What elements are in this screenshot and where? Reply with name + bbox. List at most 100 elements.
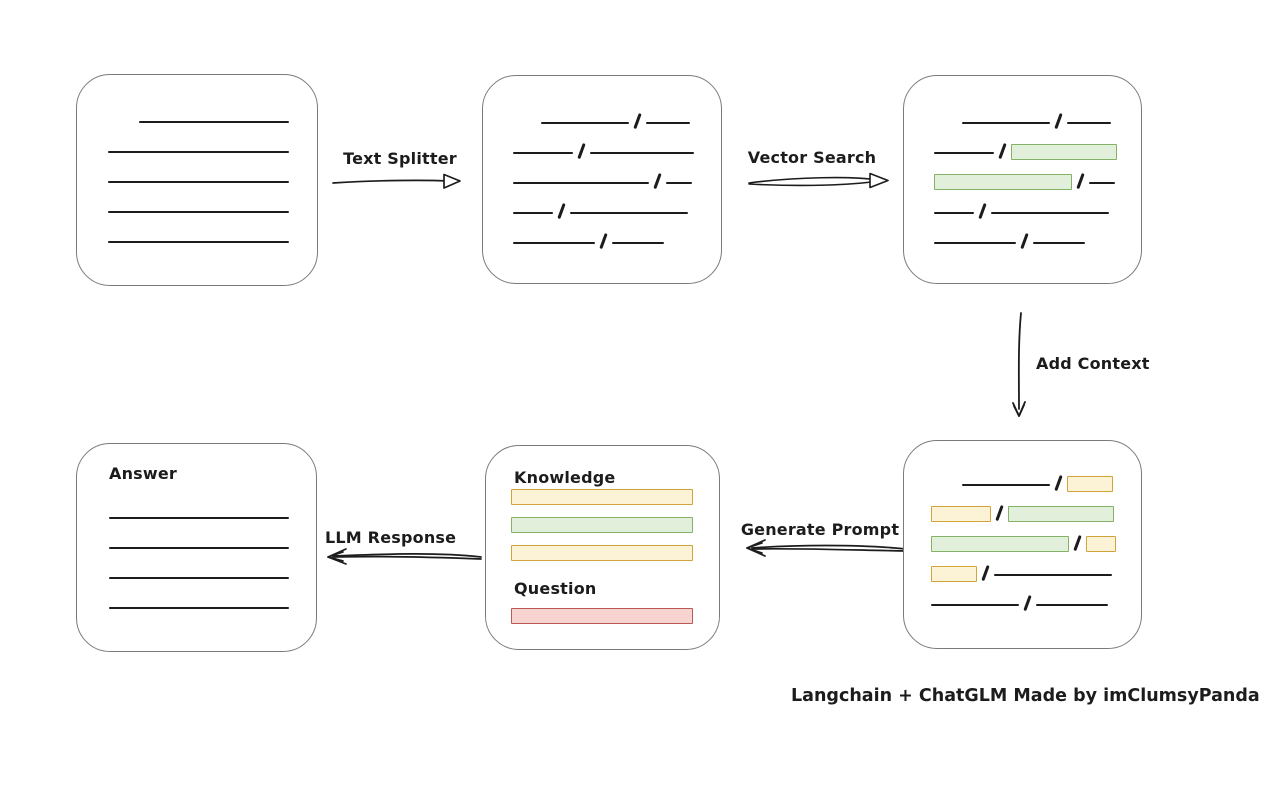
knowledge-bars <box>486 489 719 573</box>
chunk-lines <box>483 76 721 252</box>
text-line <box>1088 182 1115 184</box>
text-row <box>934 162 1141 192</box>
text-line <box>108 241 289 243</box>
llm-response-arrow <box>327 548 482 565</box>
text-row <box>931 524 1141 554</box>
text-line <box>962 122 1050 124</box>
text-line <box>109 547 289 549</box>
slash-separator <box>1076 173 1085 189</box>
text-row <box>108 221 317 251</box>
yellow-chunk <box>511 489 693 505</box>
vector-search-arrow <box>748 172 889 189</box>
text-splitter-label: Text Splitter <box>343 149 457 168</box>
text-line <box>569 212 688 214</box>
knowledge-heading: Knowledge <box>514 468 616 487</box>
add-context-arrow <box>1012 312 1026 417</box>
text-row <box>139 101 317 131</box>
text-line <box>109 607 289 609</box>
text-row <box>513 132 721 162</box>
green-chunk <box>931 536 1069 552</box>
text-line <box>109 517 289 519</box>
text-row <box>109 497 316 527</box>
slash-separator <box>577 143 586 159</box>
slash-separator <box>633 113 642 129</box>
node-vector-matches <box>903 75 1142 284</box>
node-answer: Answer <box>76 443 317 652</box>
text-line <box>513 152 573 154</box>
text-row <box>962 464 1141 494</box>
text-line <box>611 242 664 244</box>
text-row <box>108 131 317 161</box>
text-row <box>511 608 719 636</box>
answer-lines <box>77 483 316 617</box>
green-chunk <box>934 174 1072 190</box>
vector-search-label: Vector Search <box>747 148 877 167</box>
text-row <box>934 132 1141 162</box>
yellow-chunk <box>511 545 693 561</box>
text-line <box>1066 122 1111 124</box>
text-line <box>962 484 1050 486</box>
text-row <box>541 102 721 132</box>
text-line <box>665 182 692 184</box>
text-line <box>513 242 595 244</box>
yellow-chunk <box>1066 476 1113 492</box>
green-chunk <box>1007 506 1114 522</box>
text-line <box>990 212 1109 214</box>
text-row <box>513 192 721 222</box>
text-line <box>934 152 994 154</box>
text-row <box>962 102 1141 132</box>
text-line <box>139 121 289 123</box>
add-context-label: Add Context <box>1036 354 1150 373</box>
text-line <box>645 122 690 124</box>
text-line <box>1035 604 1108 606</box>
green-chunk <box>1010 144 1117 160</box>
node-prompt: Knowledge Question <box>485 445 720 650</box>
text-row <box>511 517 719 545</box>
slash-separator <box>998 143 1007 159</box>
text-row <box>931 494 1141 524</box>
text-line <box>108 181 289 183</box>
text-line <box>513 182 649 184</box>
slash-separator <box>1054 475 1063 491</box>
text-line <box>108 151 289 153</box>
document-lines <box>77 75 317 251</box>
text-row <box>931 584 1141 614</box>
generate-prompt-arrow <box>746 539 907 557</box>
slash-separator <box>1020 233 1029 249</box>
text-line <box>541 122 629 124</box>
green-chunk <box>511 517 693 533</box>
slash-separator <box>981 565 990 581</box>
node-context-chunks <box>903 440 1142 649</box>
text-line <box>934 242 1016 244</box>
retrieved-chunk-lines <box>904 76 1141 252</box>
text-row <box>934 222 1141 252</box>
slash-separator <box>1023 595 1032 611</box>
text-row <box>513 222 721 252</box>
text-line <box>109 577 289 579</box>
text-row <box>109 557 316 587</box>
slash-separator <box>995 505 1004 521</box>
context-chunk-lines <box>904 441 1141 614</box>
yellow-chunk <box>1085 536 1116 552</box>
text-row <box>108 161 317 191</box>
slash-separator <box>653 173 662 189</box>
text-splitter-arrow <box>332 173 461 189</box>
text-line <box>931 604 1019 606</box>
text-row <box>109 587 316 617</box>
text-row <box>109 527 316 557</box>
text-line <box>993 574 1112 576</box>
text-row <box>511 545 719 573</box>
text-row <box>108 191 317 221</box>
slash-separator <box>599 233 608 249</box>
text-row <box>934 192 1141 222</box>
slash-separator <box>557 203 566 219</box>
text-row <box>511 489 719 517</box>
yellow-chunk <box>931 506 991 522</box>
llm-response-label: LLM Response <box>325 528 457 547</box>
generate-prompt-label: Generate Prompt <box>740 520 900 539</box>
question-heading: Question <box>514 579 597 598</box>
node-source-document <box>76 74 318 286</box>
slash-separator <box>1073 535 1082 551</box>
answer-heading: Answer <box>109 464 178 483</box>
